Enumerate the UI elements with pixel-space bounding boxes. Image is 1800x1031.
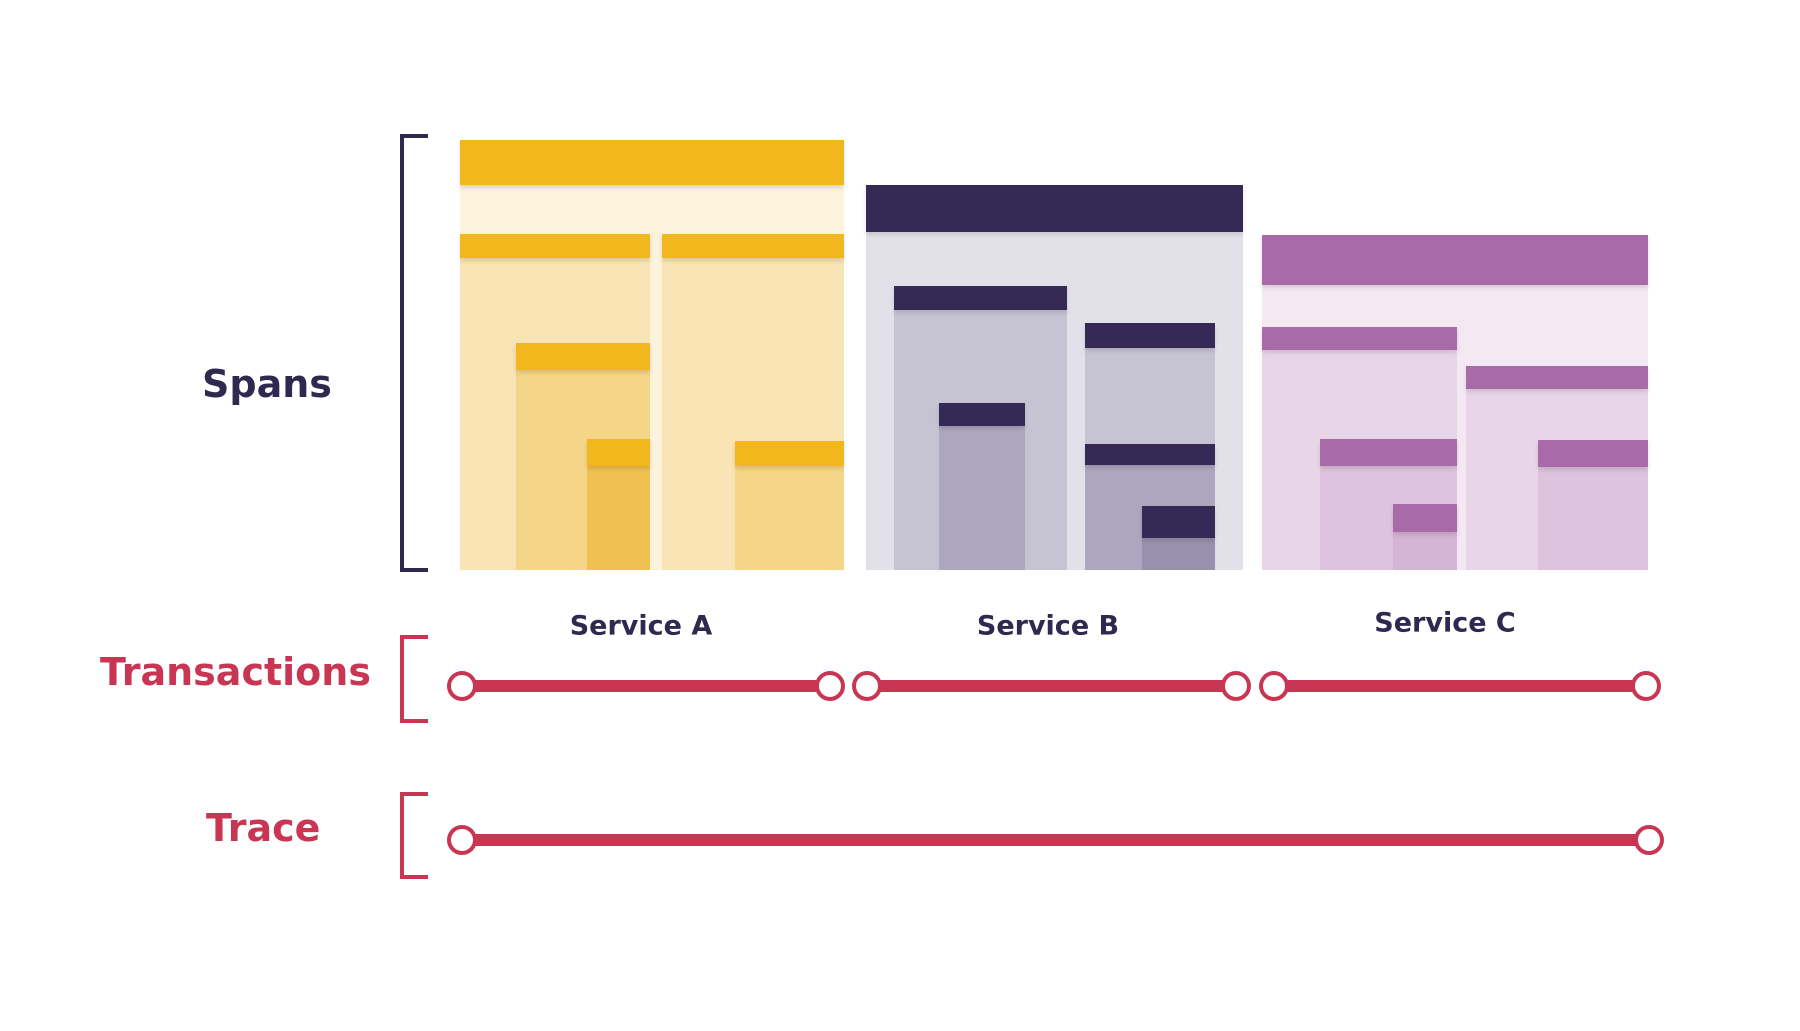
service-a-span: [587, 439, 650, 466]
transaction-service-c: [1259, 671, 1661, 701]
transaction-start-node: [1259, 671, 1289, 701]
service-b-span: [1142, 506, 1215, 538]
service-a-label: Service A: [569, 610, 713, 642]
service-c-span: [1538, 440, 1648, 467]
service-c-label: Service C: [1374, 607, 1516, 639]
service-c-span: [1320, 439, 1457, 466]
service-c-deepest-span: [1393, 532, 1457, 570]
transactions-bracket: [400, 635, 428, 723]
service-b-deep-span: [939, 426, 1025, 570]
service-c-spans: [1262, 235, 1648, 570]
service-a-span: [735, 441, 844, 466]
service-a-deep-span: [735, 466, 844, 570]
service-b-spans: [866, 185, 1243, 570]
service-b-label: Service B: [976, 610, 1120, 642]
service-a-root-span: [460, 140, 844, 185]
trace-line: [447, 825, 1664, 855]
service-b-root-span: [866, 185, 1243, 232]
service-a-deepest-span: [587, 466, 650, 570]
spans-label: Spans: [202, 362, 332, 406]
service-c-span: [1466, 366, 1648, 389]
service-a-span: [516, 343, 650, 370]
transaction-end-node: [1221, 671, 1251, 701]
trace-start-node: [447, 825, 477, 855]
service-c-span: [1262, 327, 1457, 350]
trace-bracket: [400, 792, 428, 879]
transaction-end-node: [1631, 671, 1661, 701]
service-a-spans: [460, 140, 844, 570]
service-c-span: [1393, 504, 1457, 532]
service-b-deepest-span: [1142, 538, 1215, 570]
transaction-start-node: [447, 671, 477, 701]
service-b-span: [894, 286, 1067, 310]
transaction-service-a: [447, 671, 845, 701]
transaction-service-b: [852, 671, 1251, 701]
service-a-span: [460, 234, 650, 258]
trace-end-node: [1634, 825, 1664, 855]
service-b-span: [1085, 444, 1215, 465]
trace-label: Trace: [206, 806, 321, 850]
spans-bracket: [400, 134, 428, 572]
service-b-span: [1085, 323, 1215, 348]
transaction-start-node: [852, 671, 882, 701]
service-a-span: [662, 234, 844, 258]
transactions-label: Transactions: [100, 650, 371, 694]
service-c-deep-span: [1538, 467, 1648, 570]
transaction-end-node: [815, 671, 845, 701]
service-c-root-span: [1262, 235, 1648, 285]
service-b-span: [939, 403, 1025, 426]
